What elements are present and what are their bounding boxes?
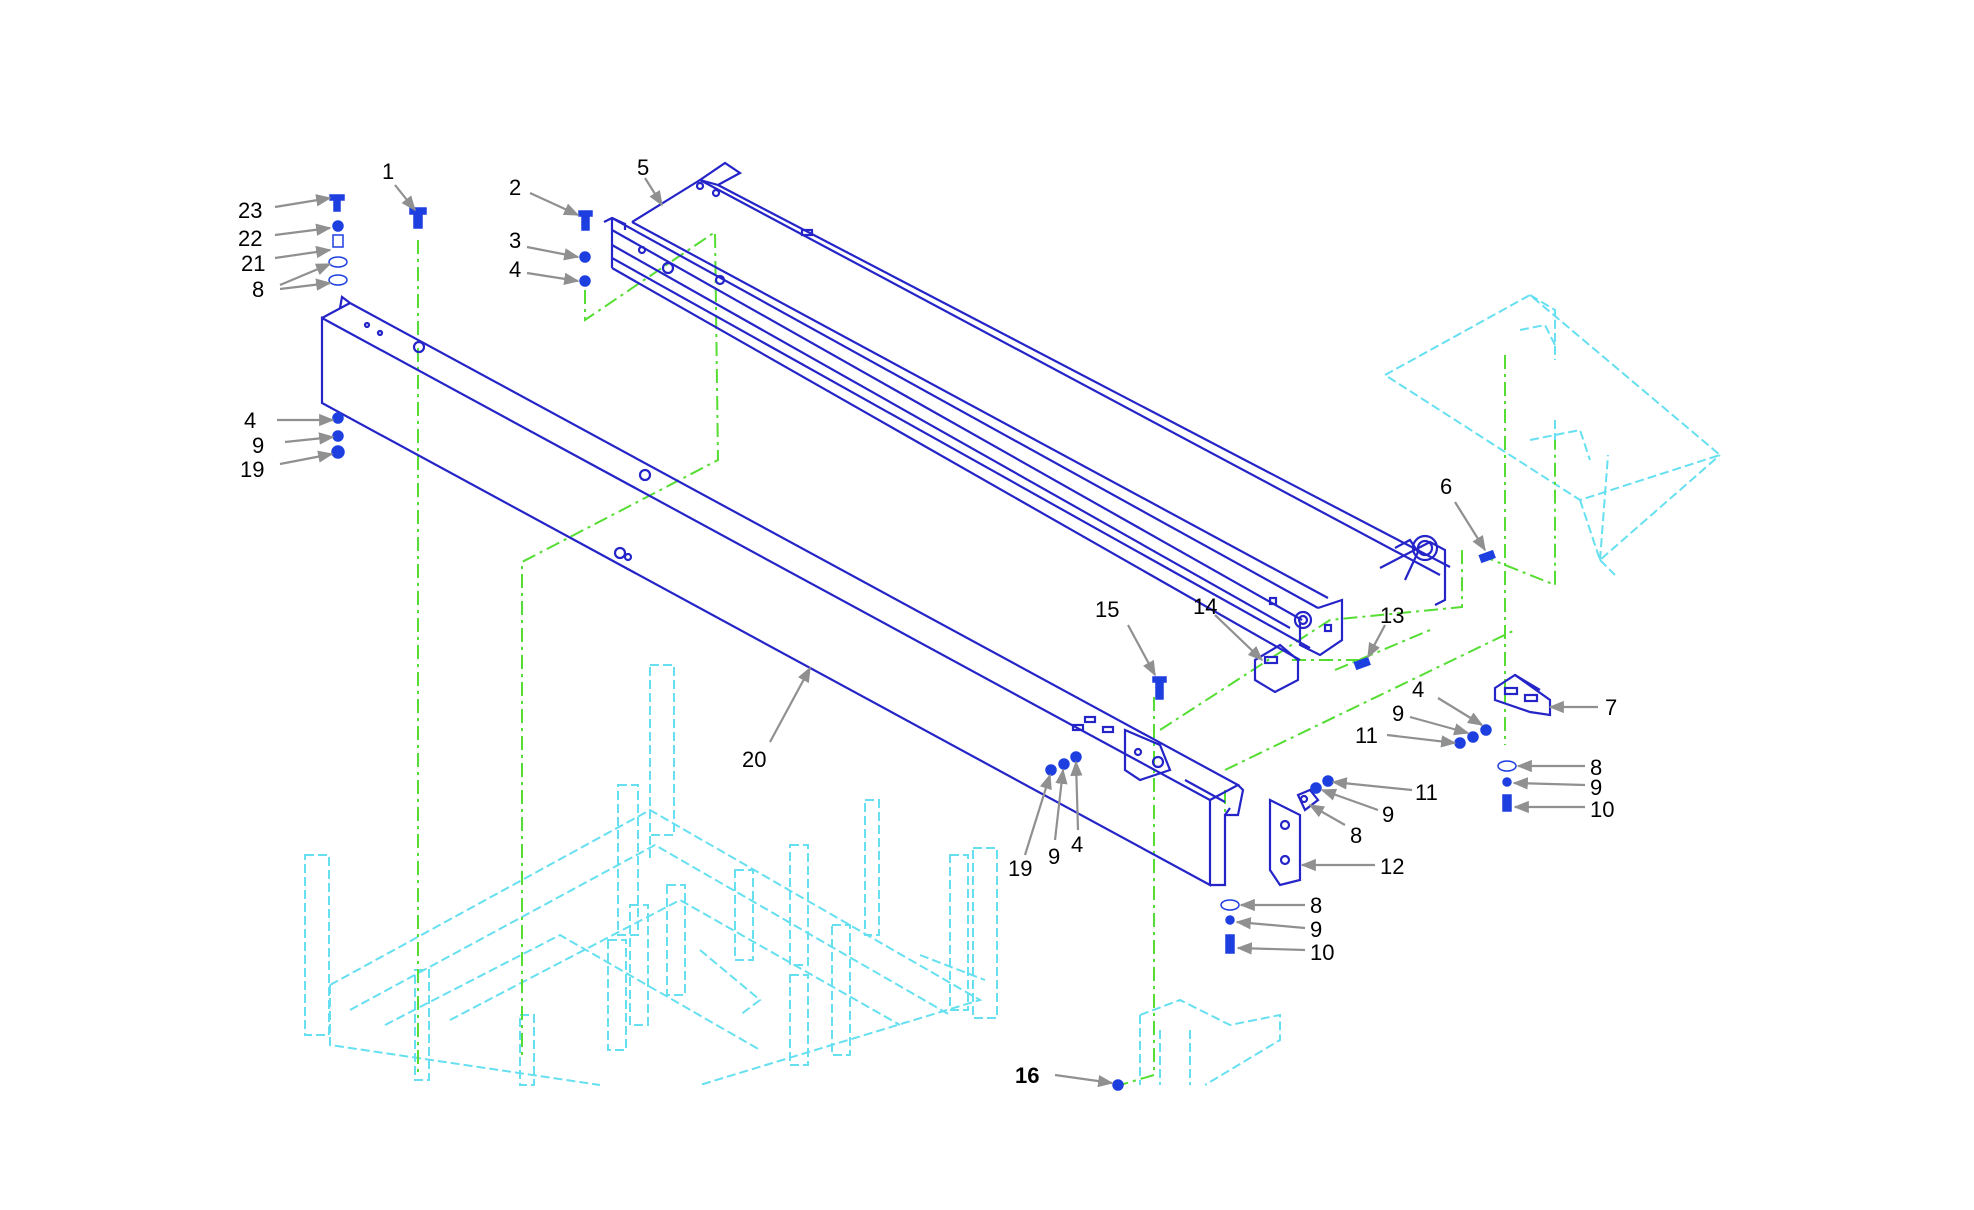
leader-11a (1386, 733, 1457, 748)
leader-1 (394, 184, 416, 212)
leader-4c (1437, 697, 1484, 726)
bracket-part-8-drive (1296, 788, 1320, 812)
callout-10: 10 (1590, 797, 1614, 822)
callout-3: 3 (509, 228, 521, 253)
callout-8: 8 (1310, 893, 1322, 918)
callout-1: 1 (382, 159, 394, 184)
leader-9c (1512, 777, 1586, 790)
callout-9: 9 (252, 433, 264, 458)
leader-10b (1236, 942, 1306, 955)
assembly-centerlines (417, 230, 1556, 1089)
leader-15 (1127, 624, 1156, 677)
leader-6 (1454, 501, 1486, 552)
leader-9b (1409, 715, 1470, 736)
callout-16: 16 (1015, 1063, 1039, 1088)
leader-20 (769, 666, 811, 743)
leader-5 (644, 177, 663, 207)
leader-13 (1367, 624, 1386, 659)
leader-lines (274, 177, 1598, 1088)
main-side-rail-part-20 (320, 295, 1245, 887)
callout-6: 6 (1440, 474, 1452, 499)
leader-11b (1331, 777, 1413, 792)
callout-7: 7 (1605, 695, 1617, 720)
callout-11: 11 (1355, 723, 1378, 748)
leader-3 (526, 245, 580, 261)
leader-9f (1235, 917, 1306, 930)
callout-8: 8 (252, 277, 264, 302)
leader-14 (1214, 614, 1264, 662)
leader-9d (1320, 788, 1379, 812)
callout-19: 19 (1008, 856, 1032, 881)
leader-16 (1054, 1073, 1114, 1088)
leader-8c (1308, 804, 1346, 826)
callout-20: 20 (742, 747, 766, 772)
leader-19a (279, 450, 334, 466)
callout-8: 8 (1590, 755, 1602, 780)
hardware-fasteners (328, 194, 1517, 1091)
callout-12: 12 (1380, 854, 1404, 879)
callout-11: 11 (1415, 780, 1438, 805)
callout-4: 4 (244, 408, 256, 433)
leader-9e (1053, 768, 1068, 841)
callout-9: 9 (1382, 802, 1394, 827)
bracket-part-14 (1253, 643, 1300, 694)
leader-2 (529, 192, 580, 216)
callout-labels: 23 22 21 8 1 2 3 4 5 4 9 19 6 15 14 13 4… (238, 155, 1617, 1088)
callout-15: 15 (1095, 597, 1119, 622)
callout-14: 14 (1193, 594, 1217, 619)
bracket-part-7 (1493, 673, 1552, 717)
callout-9: 9 (1048, 844, 1060, 869)
callout-21: 21 (241, 251, 265, 276)
callout-22: 22 (238, 226, 262, 251)
callout-9: 9 (1392, 701, 1404, 726)
callout-4: 4 (1412, 677, 1424, 702)
plate-part-12 (1268, 798, 1302, 887)
leader-22 (274, 223, 332, 237)
callout-2: 2 (509, 175, 521, 200)
conveyor-frame-part-5 (603, 161, 1451, 661)
leader-21 (274, 245, 332, 260)
callout-10: 10 (1310, 940, 1334, 965)
callout-9: 9 (1310, 917, 1322, 942)
callout-19: 19 (240, 457, 264, 482)
leader-4d (1070, 760, 1083, 831)
callout-4: 4 (1071, 832, 1083, 857)
leader-9a (284, 432, 335, 445)
callout-13: 13 (1380, 603, 1404, 628)
leader-4a (526, 271, 580, 285)
callout-9: 9 (1590, 775, 1602, 800)
leader-8a-1 (279, 262, 332, 287)
callout-4: 4 (509, 257, 521, 282)
leader-8a-2 (279, 278, 332, 291)
support-stand (304, 293, 1723, 1086)
leader-23 (274, 194, 332, 209)
callout-8: 8 (1350, 823, 1362, 848)
callout-5: 5 (637, 155, 649, 180)
leader-19b (1023, 773, 1052, 856)
callout-23: 23 (238, 198, 262, 223)
